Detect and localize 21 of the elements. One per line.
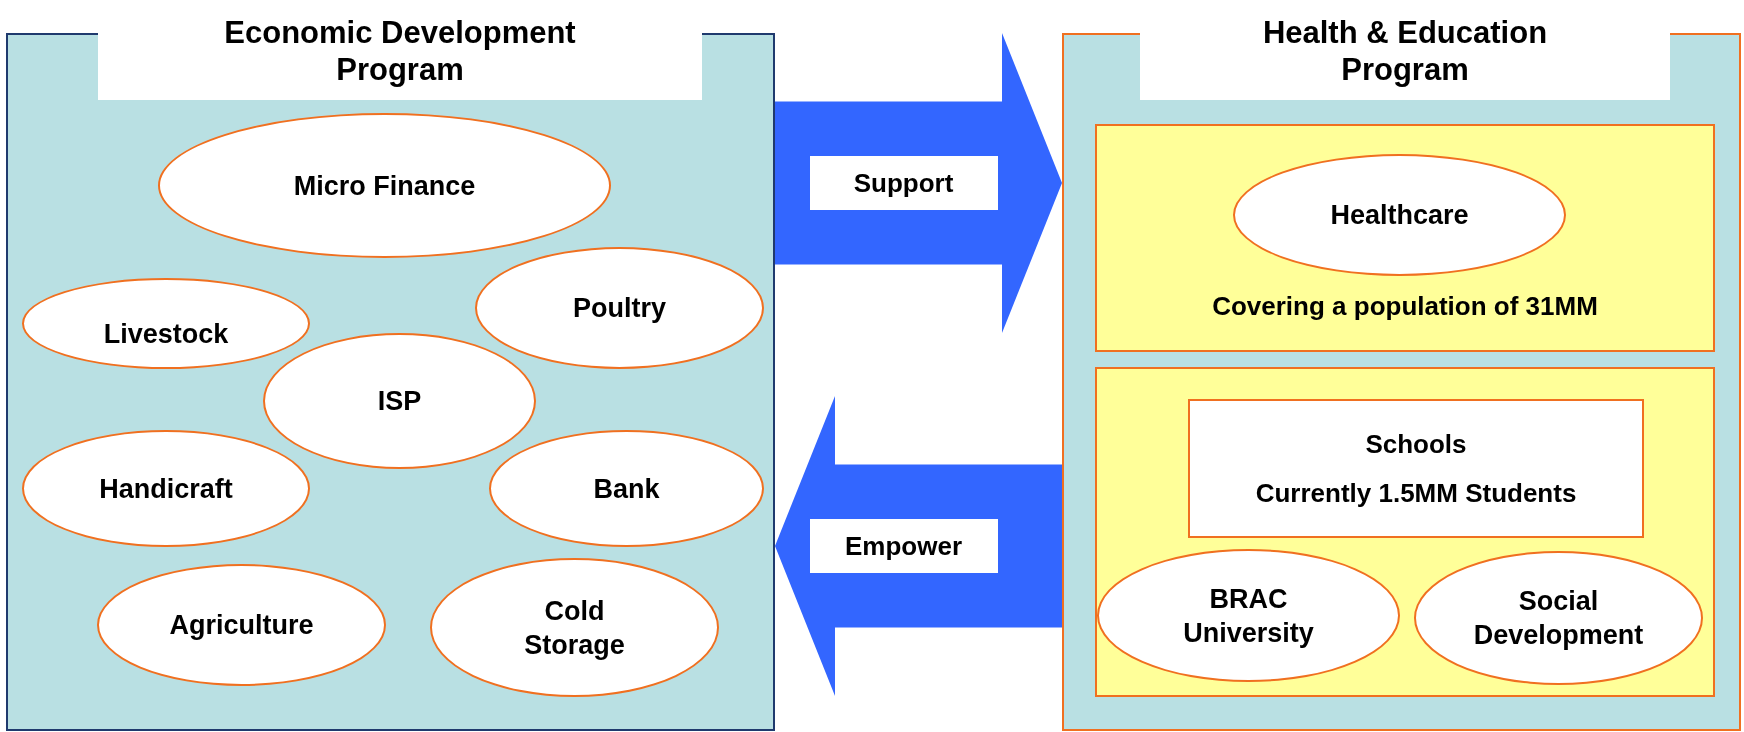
oval-node: BRAC University xyxy=(1097,549,1400,682)
edge-label: Support xyxy=(809,156,998,210)
edge-label: Empower xyxy=(809,519,998,573)
oval-node: Micro Finance xyxy=(158,113,611,258)
box-text: Currently 1.5MM Students xyxy=(1255,477,1577,509)
oval-node: Poultry xyxy=(475,247,764,369)
oval-node: Handicraft xyxy=(22,430,310,547)
oval-node: Livestock xyxy=(22,278,310,369)
box-heading: Schools xyxy=(1365,428,1467,460)
box-text: Covering a population of 31MM xyxy=(1212,291,1598,322)
oval-node: Bank xyxy=(489,430,764,547)
oval-node: Cold Storage xyxy=(430,558,719,697)
block-arrow xyxy=(775,396,1062,696)
section-box xyxy=(1095,367,1715,697)
block-arrow xyxy=(775,33,1062,333)
oval-node: Social Development xyxy=(1414,551,1703,685)
info-box xyxy=(1188,399,1644,538)
oval-node: Healthcare xyxy=(1233,154,1566,276)
section-box xyxy=(1095,124,1715,352)
oval-node: Agriculture xyxy=(97,564,386,686)
oval-node: ISP xyxy=(263,333,536,469)
